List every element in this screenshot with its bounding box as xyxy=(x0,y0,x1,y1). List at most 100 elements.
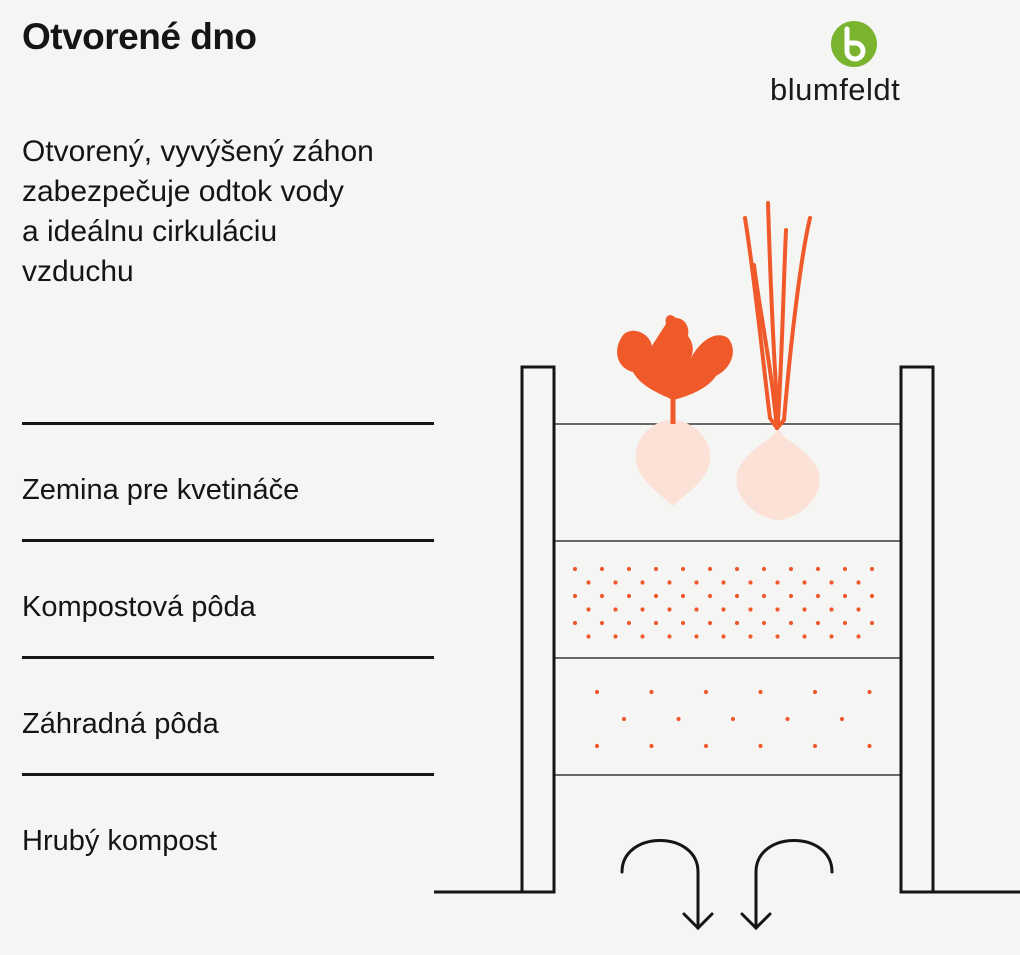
layer-boundaries xyxy=(554,423,901,776)
soil-dot xyxy=(775,580,780,585)
soil-dot xyxy=(802,580,807,585)
soil-dot xyxy=(867,689,872,695)
soil-dot xyxy=(653,620,659,626)
soil-dot xyxy=(599,593,605,599)
soil-dot xyxy=(802,634,807,639)
soil-dot xyxy=(856,580,861,585)
soil-dot xyxy=(621,716,627,722)
layer-separator xyxy=(22,422,434,425)
soil-dot xyxy=(812,689,818,695)
soil-dot xyxy=(802,607,807,612)
soil-dot xyxy=(775,607,780,612)
soil-dot xyxy=(649,689,654,695)
soil-dot xyxy=(734,566,740,572)
soil-dot xyxy=(667,580,672,585)
soil-dot xyxy=(812,743,818,749)
soil-dot xyxy=(761,566,767,572)
soil-dot xyxy=(869,566,875,572)
soil-dot xyxy=(694,607,699,612)
soil-dot xyxy=(788,620,794,626)
layer-separator xyxy=(22,656,434,659)
soil-dot xyxy=(856,634,861,639)
soil-dot xyxy=(815,566,821,572)
soil-dot xyxy=(748,634,753,639)
soil-dot xyxy=(626,593,632,599)
description-line: vzduchu xyxy=(22,255,134,288)
compost-soil-dots xyxy=(572,566,875,639)
soil-dot xyxy=(667,634,672,639)
blumfeldt-logo-icon xyxy=(831,21,877,67)
soil-dot xyxy=(703,743,709,749)
soil-dot xyxy=(856,607,861,612)
soil-dot xyxy=(680,620,686,626)
soil-dot xyxy=(626,620,632,626)
layer-separator xyxy=(22,539,434,542)
soil-dot xyxy=(594,743,600,749)
soil-dot xyxy=(594,689,600,695)
soil-dot xyxy=(680,566,686,572)
soil-dot xyxy=(734,593,740,599)
soil-dot xyxy=(653,566,659,572)
soil-dot xyxy=(869,620,875,626)
soil-dot xyxy=(640,634,645,639)
bed-wall-left xyxy=(520,365,556,894)
description-line: Otvorený, vyvýšený záhon xyxy=(22,135,374,168)
soil-dot xyxy=(667,607,672,612)
layer-label-coarse-compost: Hrubý kompost xyxy=(22,825,218,857)
soil-dot xyxy=(707,620,713,626)
soil-dot xyxy=(680,593,686,599)
onion-icon xyxy=(736,201,820,520)
soil-dot xyxy=(707,566,713,572)
soil-dot xyxy=(748,580,753,585)
soil-dot xyxy=(586,607,591,612)
soil-dot xyxy=(748,607,753,612)
brand-logo: blumfeldt xyxy=(770,20,940,110)
soil-dot xyxy=(694,634,699,639)
soil-dot xyxy=(734,620,740,626)
beet-icon xyxy=(617,315,733,506)
soil-dot xyxy=(775,634,780,639)
soil-dot xyxy=(653,593,659,599)
soil-dot xyxy=(640,607,645,612)
soil-dot xyxy=(785,716,790,722)
soil-dot xyxy=(788,566,794,572)
soil-dot xyxy=(572,620,578,626)
soil-dot xyxy=(721,607,726,612)
description-line: zabezpečuje odtok vody xyxy=(22,175,344,208)
layer-label-garden-soil: Záhradná pôda xyxy=(22,708,219,740)
soil-dot xyxy=(842,593,848,599)
bed-wall-right xyxy=(899,365,935,894)
brand-name: blumfeldt xyxy=(770,72,901,107)
soil-dot xyxy=(721,634,726,639)
soil-dot xyxy=(676,716,681,722)
soil-dot xyxy=(572,593,578,599)
soil-dot xyxy=(761,593,767,599)
soil-dot xyxy=(842,620,848,626)
soil-dot xyxy=(829,580,834,585)
soil-dot xyxy=(649,743,654,749)
description-line: a ideálnu cirkuláciu xyxy=(22,215,278,248)
soil-dot xyxy=(758,743,763,749)
soil-dot xyxy=(613,607,618,612)
soil-dot xyxy=(869,593,875,599)
soil-dot xyxy=(613,634,618,639)
soil-dot xyxy=(586,634,591,639)
soil-dot xyxy=(758,689,763,695)
soil-dot xyxy=(613,580,618,585)
soil-dot xyxy=(829,607,834,612)
layer-label-potting-soil: Zemina pre kvetináče xyxy=(22,474,300,506)
layer-label-compost-soil: Kompostová pôda xyxy=(22,591,256,623)
soil-dot xyxy=(703,689,709,695)
soil-dot xyxy=(721,580,726,585)
soil-dot xyxy=(761,620,767,626)
soil-dot xyxy=(730,716,736,722)
soil-dot xyxy=(626,566,632,572)
soil-dot xyxy=(842,566,848,572)
soil-dot xyxy=(788,593,794,599)
soil-dot xyxy=(815,620,821,626)
drain-arrow-right-icon xyxy=(740,839,834,931)
soil-dot xyxy=(694,580,699,585)
garden-soil-dots xyxy=(594,689,872,749)
soil-dot xyxy=(707,593,713,599)
